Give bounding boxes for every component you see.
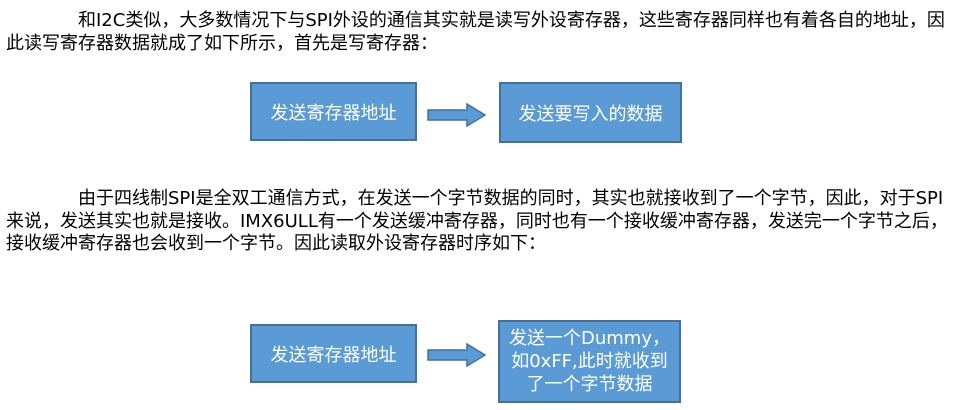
read-step-2-text: 发送一个Dummy， 如0xFF,此时就收到 了一个字节数据 bbox=[509, 327, 670, 396]
intro-paragraph: 和I2C类似，大多数情况下与SPI外设的通信其实就是读写外设寄存器，这些寄存器同… bbox=[6, 10, 945, 54]
read-step-1-label: 发送寄存器地址 bbox=[270, 344, 397, 366]
read-step-send-register-address: 发送寄存器地址 bbox=[250, 324, 417, 383]
spi-explanation-paragraph: 由于四线制SPI是全双工通信方式，在发送一个字节数据的同时，其实也就接收到了一个… bbox=[6, 188, 948, 254]
write-step-2-label: 发送要写入的数据 bbox=[518, 103, 663, 125]
read-step-2-line-3: 了一个字节数据 bbox=[526, 374, 653, 395]
read-step-2-line-1: 发送一个Dummy， bbox=[509, 328, 670, 349]
read-step-send-dummy: 发送一个Dummy， 如0xFF,此时就收到 了一个字节数据 bbox=[498, 320, 681, 403]
write-step-send-register-address: 发送寄存器地址 bbox=[250, 82, 417, 141]
right-arrow-icon bbox=[427, 103, 487, 127]
write-step-send-data: 发送要写入的数据 bbox=[499, 82, 682, 143]
write-step-1-label: 发送寄存器地址 bbox=[270, 102, 397, 124]
read-step-2-line-2: 如0xFF,此时就收到 bbox=[511, 351, 668, 372]
right-arrow-icon bbox=[427, 343, 487, 367]
